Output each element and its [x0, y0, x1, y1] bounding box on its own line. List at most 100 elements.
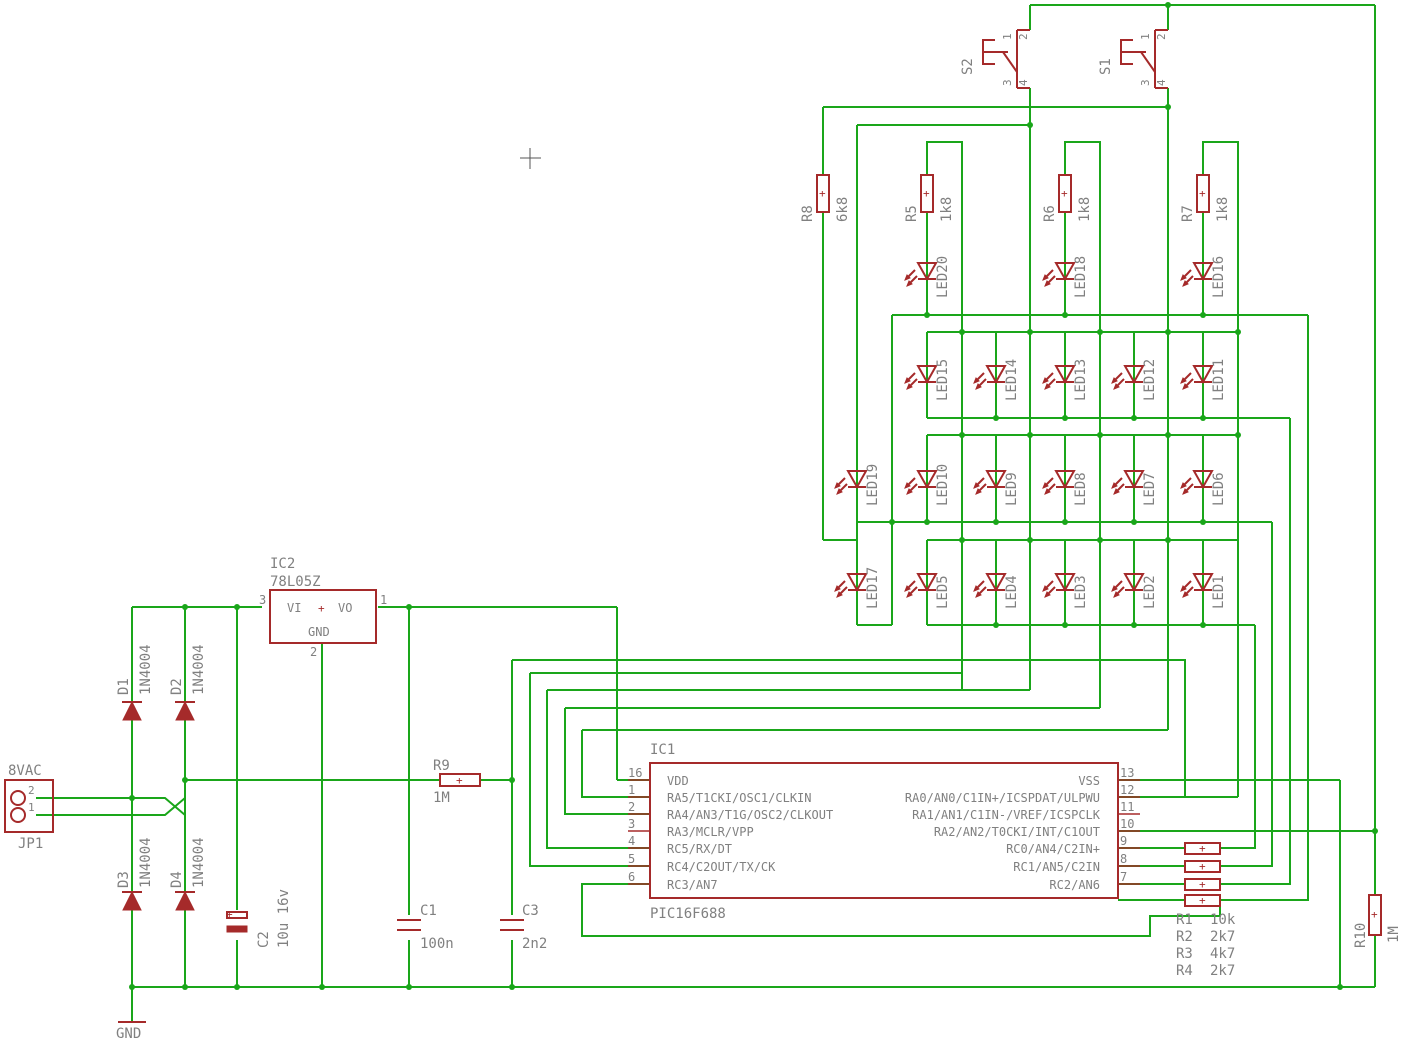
led-led14: LED14 — [973, 359, 1020, 401]
mcu-ic1: IC1 PIC16F688 16VDD1RA5/T1CKI/OSC1/CLKIN… — [628, 742, 1140, 922]
led-label: LED20 — [935, 256, 951, 298]
mcu-name: IC1 — [650, 742, 675, 758]
switch-pin: 2 — [1017, 33, 1030, 40]
diode-d1: D1 1N4004 — [116, 644, 154, 721]
capacitor-c2: + C2 10u 16v — [226, 889, 292, 948]
capacitor-name: C2 — [256, 931, 272, 948]
diode-d4: D4 1N4004 — [169, 837, 207, 911]
capacitor-name: C1 — [420, 903, 437, 919]
resistor-bank-value: 2k7 — [1210, 929, 1235, 945]
diode-name: D4 — [169, 871, 185, 888]
gnd-symbol: GND — [116, 1021, 146, 1042]
connector-pin2-label: 2 — [28, 784, 35, 797]
regulator-gnd: GND — [308, 625, 330, 639]
wires — [36, 4, 1376, 1022]
mcu-pin-label: RC0/AN4/C2IN+ — [1006, 842, 1100, 856]
capacitor-name: C3 — [522, 903, 539, 919]
resistor-r6: + R6 1k8 — [1042, 174, 1093, 222]
svg-text:+: + — [226, 908, 233, 921]
mcu-pin-number: 13 — [1120, 766, 1134, 780]
resistor-value: 1k8 — [939, 197, 955, 222]
led-led20: LED20 — [904, 256, 951, 298]
resistor-r10: + R10 1M — [1353, 894, 1402, 948]
regulator-value: 78L05Z — [270, 574, 321, 590]
led-led16: LED16 — [1180, 256, 1227, 298]
led-label: LED7 — [1142, 472, 1158, 506]
led-led9: LED9 — [973, 470, 1020, 506]
mcu-pins: 16VDD1RA5/T1CKI/OSC1/CLKIN2RA4/AN3/T1G/O… — [628, 766, 1140, 892]
diode-name: D1 — [116, 678, 132, 695]
led-label: LED5 — [935, 575, 951, 609]
regulator-pin-gnd: 2 — [310, 645, 317, 659]
switch-pin: 1 — [1001, 33, 1014, 40]
capacitor-value: 100n — [420, 936, 454, 952]
switch-name: S2 — [960, 58, 976, 75]
led-led3: LED3 — [1042, 573, 1089, 609]
resistor-name: R8 — [800, 205, 816, 222]
resistor-bank: + + + + R1 10k R2 2k7 R3 4k7 R4 2k7 — [1176, 842, 1236, 979]
resistor-name: R6 — [1042, 205, 1058, 222]
mcu-pin-number: 3 — [628, 817, 635, 831]
resistor-r8: + R8 6k8 — [800, 174, 851, 222]
svg-text:+: + — [819, 187, 826, 200]
mcu-pin-label: RC1/AN5/C2IN — [1013, 860, 1100, 874]
led-led8: LED8 — [1042, 470, 1089, 506]
led-led6: LED6 — [1180, 470, 1227, 506]
capacitor-c1: C1 100n — [397, 903, 454, 952]
resistor-bank-name: R1 — [1176, 912, 1193, 928]
mcu-pin-label: VSS — [1078, 774, 1100, 788]
svg-text:+: + — [923, 187, 930, 200]
led-label: LED15 — [935, 359, 951, 401]
connector-pin1-label: 1 — [28, 801, 35, 814]
switch-pin: 3 — [1139, 79, 1152, 86]
mcu-pin-label: RC5/RX/DT — [667, 842, 732, 856]
mcu-pin-label: RA2/AN2/T0CKI/INT/C1OUT — [934, 825, 1100, 839]
mcu-pin-number: 12 — [1120, 783, 1134, 797]
mcu-pin-label: RA5/T1CKI/OSC1/CLKIN — [667, 791, 812, 805]
mcu-pin-number: 11 — [1120, 800, 1134, 814]
regulator-ic2: IC2 78L05Z VI + VO GND 3 1 2 — [259, 556, 387, 659]
switch-s2: S2 1 2 3 4 — [960, 29, 1030, 89]
led-led2: LED2 — [1111, 573, 1158, 609]
led-label: LED9 — [1004, 472, 1020, 506]
resistor-r5: + R5 1k8 — [904, 174, 955, 222]
switch-pin: 4 — [1017, 79, 1030, 86]
svg-text:+: + — [1199, 842, 1206, 855]
junctions — [129, 2, 1378, 990]
mcu-pin-label: VDD — [667, 774, 689, 788]
led-label: LED19 — [865, 464, 881, 506]
resistor-bank-value: 2k7 — [1210, 963, 1235, 979]
resistor-value: 1k8 — [1215, 197, 1231, 222]
diode-d3: D3 1N4004 — [116, 837, 154, 911]
resistor-value: 6k8 — [835, 197, 851, 222]
svg-text:+: + — [1199, 894, 1206, 907]
mcu-pin-number: 6 — [628, 870, 635, 884]
mcu-pin-label: RC3/AN7 — [667, 878, 718, 892]
mcu-pin-number: 4 — [628, 834, 635, 848]
svg-text:+: + — [1061, 187, 1068, 200]
connector-jp1: 2 1 8VAC JP1 — [4, 763, 54, 852]
mcu-pin-number: 2 — [628, 800, 635, 814]
mcu-pin-number: 9 — [1120, 834, 1127, 848]
led-label: LED2 — [1142, 575, 1158, 609]
mcu-pin-number: 5 — [628, 852, 635, 866]
led-label: LED1 — [1211, 575, 1227, 609]
regulator-pin-out: 1 — [380, 593, 387, 607]
diode-value: 1N4004 — [138, 644, 154, 695]
mcu-value: PIC16F688 — [650, 906, 726, 922]
regulator-pin-in: 3 — [259, 593, 266, 607]
resistor-bank-name: R4 — [1176, 963, 1193, 979]
led-led15: LED15 — [904, 359, 951, 401]
switch-pin: 4 — [1155, 79, 1168, 86]
led-label: LED8 — [1073, 472, 1089, 506]
led-label: LED12 — [1142, 359, 1158, 401]
mcu-pin-label: RA3/MCLR/VPP — [667, 825, 754, 839]
svg-text:+: + — [1199, 860, 1206, 873]
svg-text:+: + — [1371, 908, 1378, 921]
resistor-value: 1M — [433, 790, 450, 806]
led-label: LED16 — [1211, 256, 1227, 298]
switch-name: S1 — [1098, 58, 1114, 75]
mcu-pin-label: RA0/AN0/C1IN+/ICSPDAT/ULPWU — [905, 791, 1100, 805]
resistor-name: R10 — [1353, 923, 1369, 948]
